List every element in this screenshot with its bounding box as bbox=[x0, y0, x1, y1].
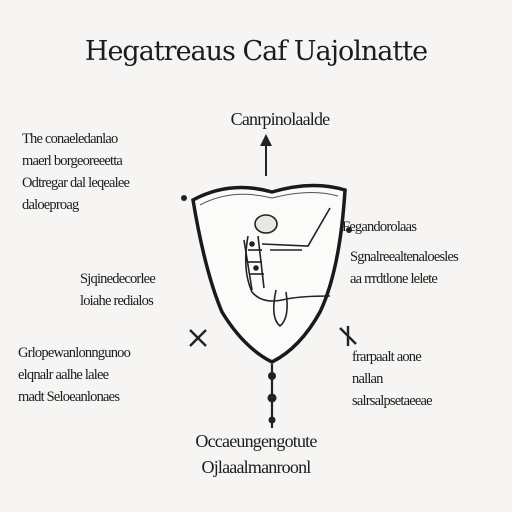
shield-icon bbox=[191, 183, 347, 364]
connector-dot bbox=[346, 227, 352, 233]
label-lower-right: frarpaalt aone nallan salrsalpsetaeeae bbox=[352, 349, 433, 409]
staff-icon bbox=[267, 364, 277, 428]
cross-mark-icon bbox=[339, 326, 357, 346]
label-middle-left: Sjqinedecorlee loiahe redialos bbox=[80, 271, 156, 309]
connector-dot bbox=[181, 195, 187, 201]
label-middle-right: Sgnalreealtenaloesles aa rrrdtlone lelet… bbox=[350, 249, 459, 287]
banner-icon bbox=[243, 207, 331, 328]
arrow-up-icon bbox=[260, 134, 272, 176]
diagram-title: Hegatreaus Caf Uajolnatte bbox=[84, 36, 428, 67]
label-bottom: Occaeungengotute Ojlaaalmanroonl bbox=[195, 431, 317, 477]
label-lower-left: Grlopewanlonngunoo elqnalr aalhe lalee m… bbox=[18, 345, 131, 405]
label-upper-left: The conaeledanlao maerl borgeoreeetta Od… bbox=[22, 131, 130, 213]
label-upper-right: Fegandorolaas bbox=[342, 219, 417, 235]
cross-mark-icon bbox=[189, 329, 207, 347]
label-top: Canrpinolaalde bbox=[230, 109, 331, 129]
